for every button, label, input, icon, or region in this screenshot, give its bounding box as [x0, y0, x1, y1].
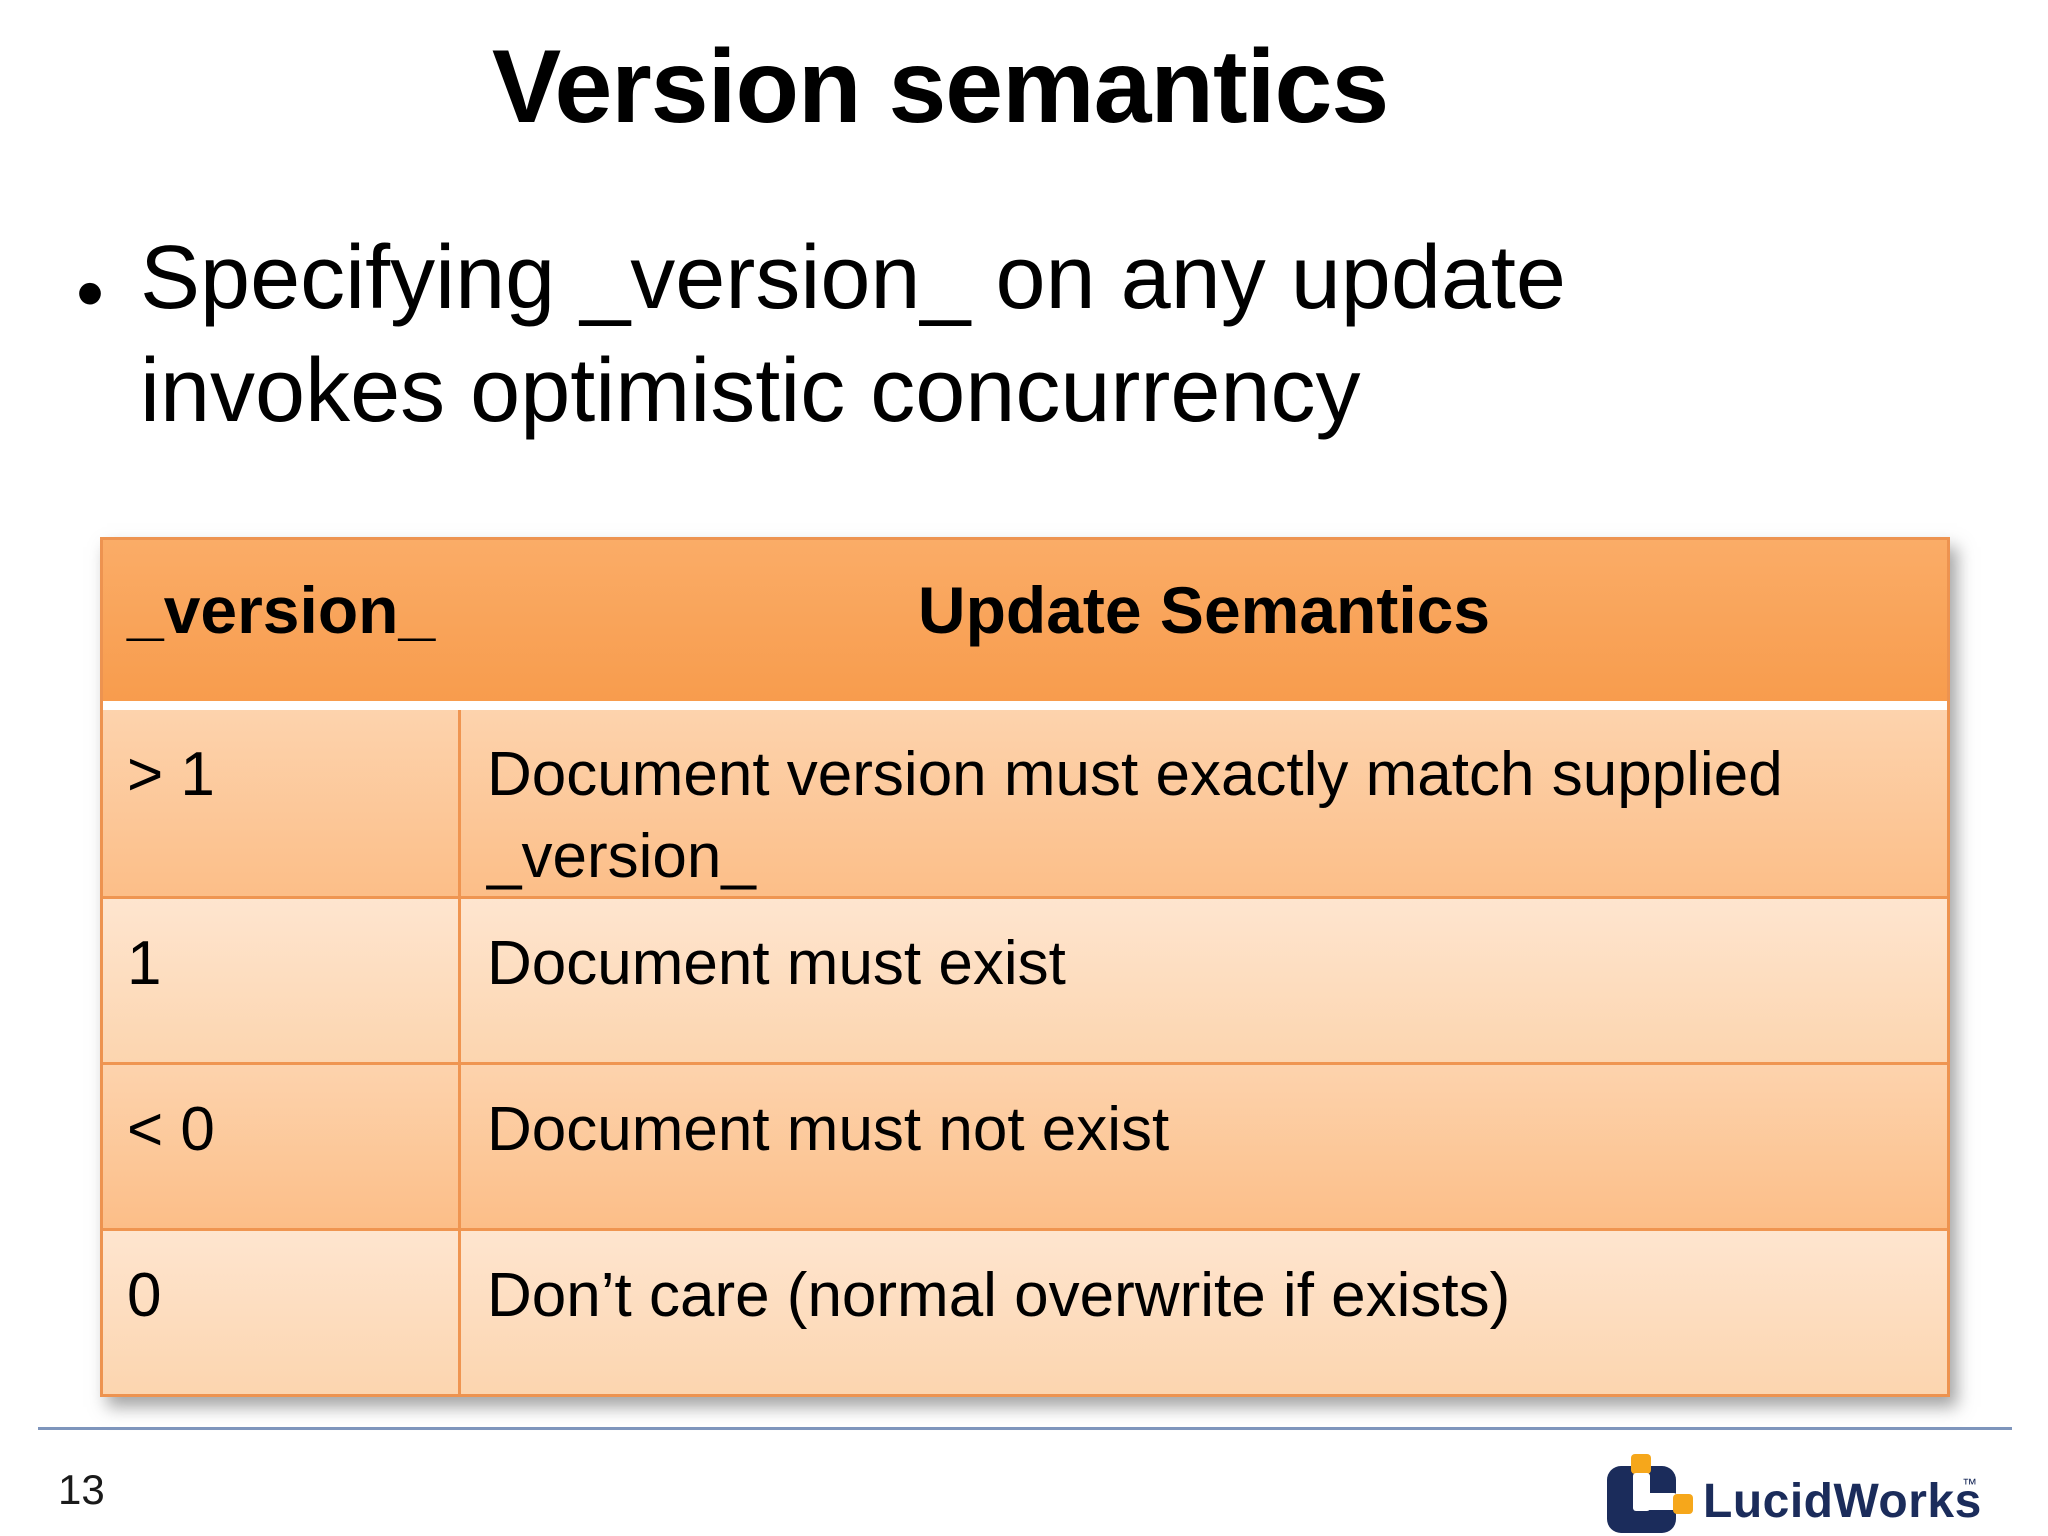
lucidworks-wordmark: LucidWorks: [1703, 1475, 1982, 1528]
trademark-symbol: ™: [1962, 1476, 1977, 1493]
cell-version: > 1: [103, 710, 461, 898]
cell-semantics: Document must not exist: [487, 1095, 1170, 1164]
logo-l-vertical: [1633, 1473, 1650, 1511]
cell-version: 1: [103, 899, 461, 1062]
table-header-gap: [103, 701, 1947, 710]
table-row: > 1 Document version must exactly match …: [103, 710, 1947, 898]
table-header-version: _version_: [127, 573, 436, 647]
page-number: 13: [58, 1466, 105, 1513]
bullet-icon: •: [76, 248, 105, 337]
cell-version: 0: [103, 1231, 461, 1394]
logo-gold-square-top: [1631, 1454, 1651, 1474]
lucidworks-logo-icon: [1607, 1466, 1676, 1533]
slide-title: Version semantics: [491, 29, 1389, 145]
bullet-line-2: invokes optimistic concurrency: [140, 341, 1361, 441]
logo-l-horizontal: [1633, 1493, 1677, 1510]
table-header-row: _version_ Update Semantics: [103, 540, 1947, 701]
logo-gold-square-right: [1673, 1494, 1693, 1514]
cell-version: < 0: [103, 1065, 461, 1228]
version-semantics-table: _version_ Update Semantics > 1 Document …: [100, 537, 1950, 1397]
bullet-line-1: Specifying _version_ on any update: [140, 228, 1566, 328]
cell-semantics: Document must exist: [487, 929, 1066, 998]
table-header-update-semantics: Update Semantics: [917, 573, 1491, 647]
table-row: 0 Don’t care (normal overwrite if exists…: [103, 1228, 1947, 1394]
bullet-text: Specifying _version_ on any update invok…: [140, 222, 1566, 448]
table-row: < 0 Document must not exist: [103, 1062, 1947, 1228]
footer-divider: [38, 1427, 2012, 1430]
table-row: 1 Document must exist: [103, 896, 1947, 1062]
cell-semantics: Don’t care (normal overwrite if exists): [487, 1261, 1511, 1330]
cell-semantics: Document version must exactly match supp…: [487, 740, 1783, 891]
